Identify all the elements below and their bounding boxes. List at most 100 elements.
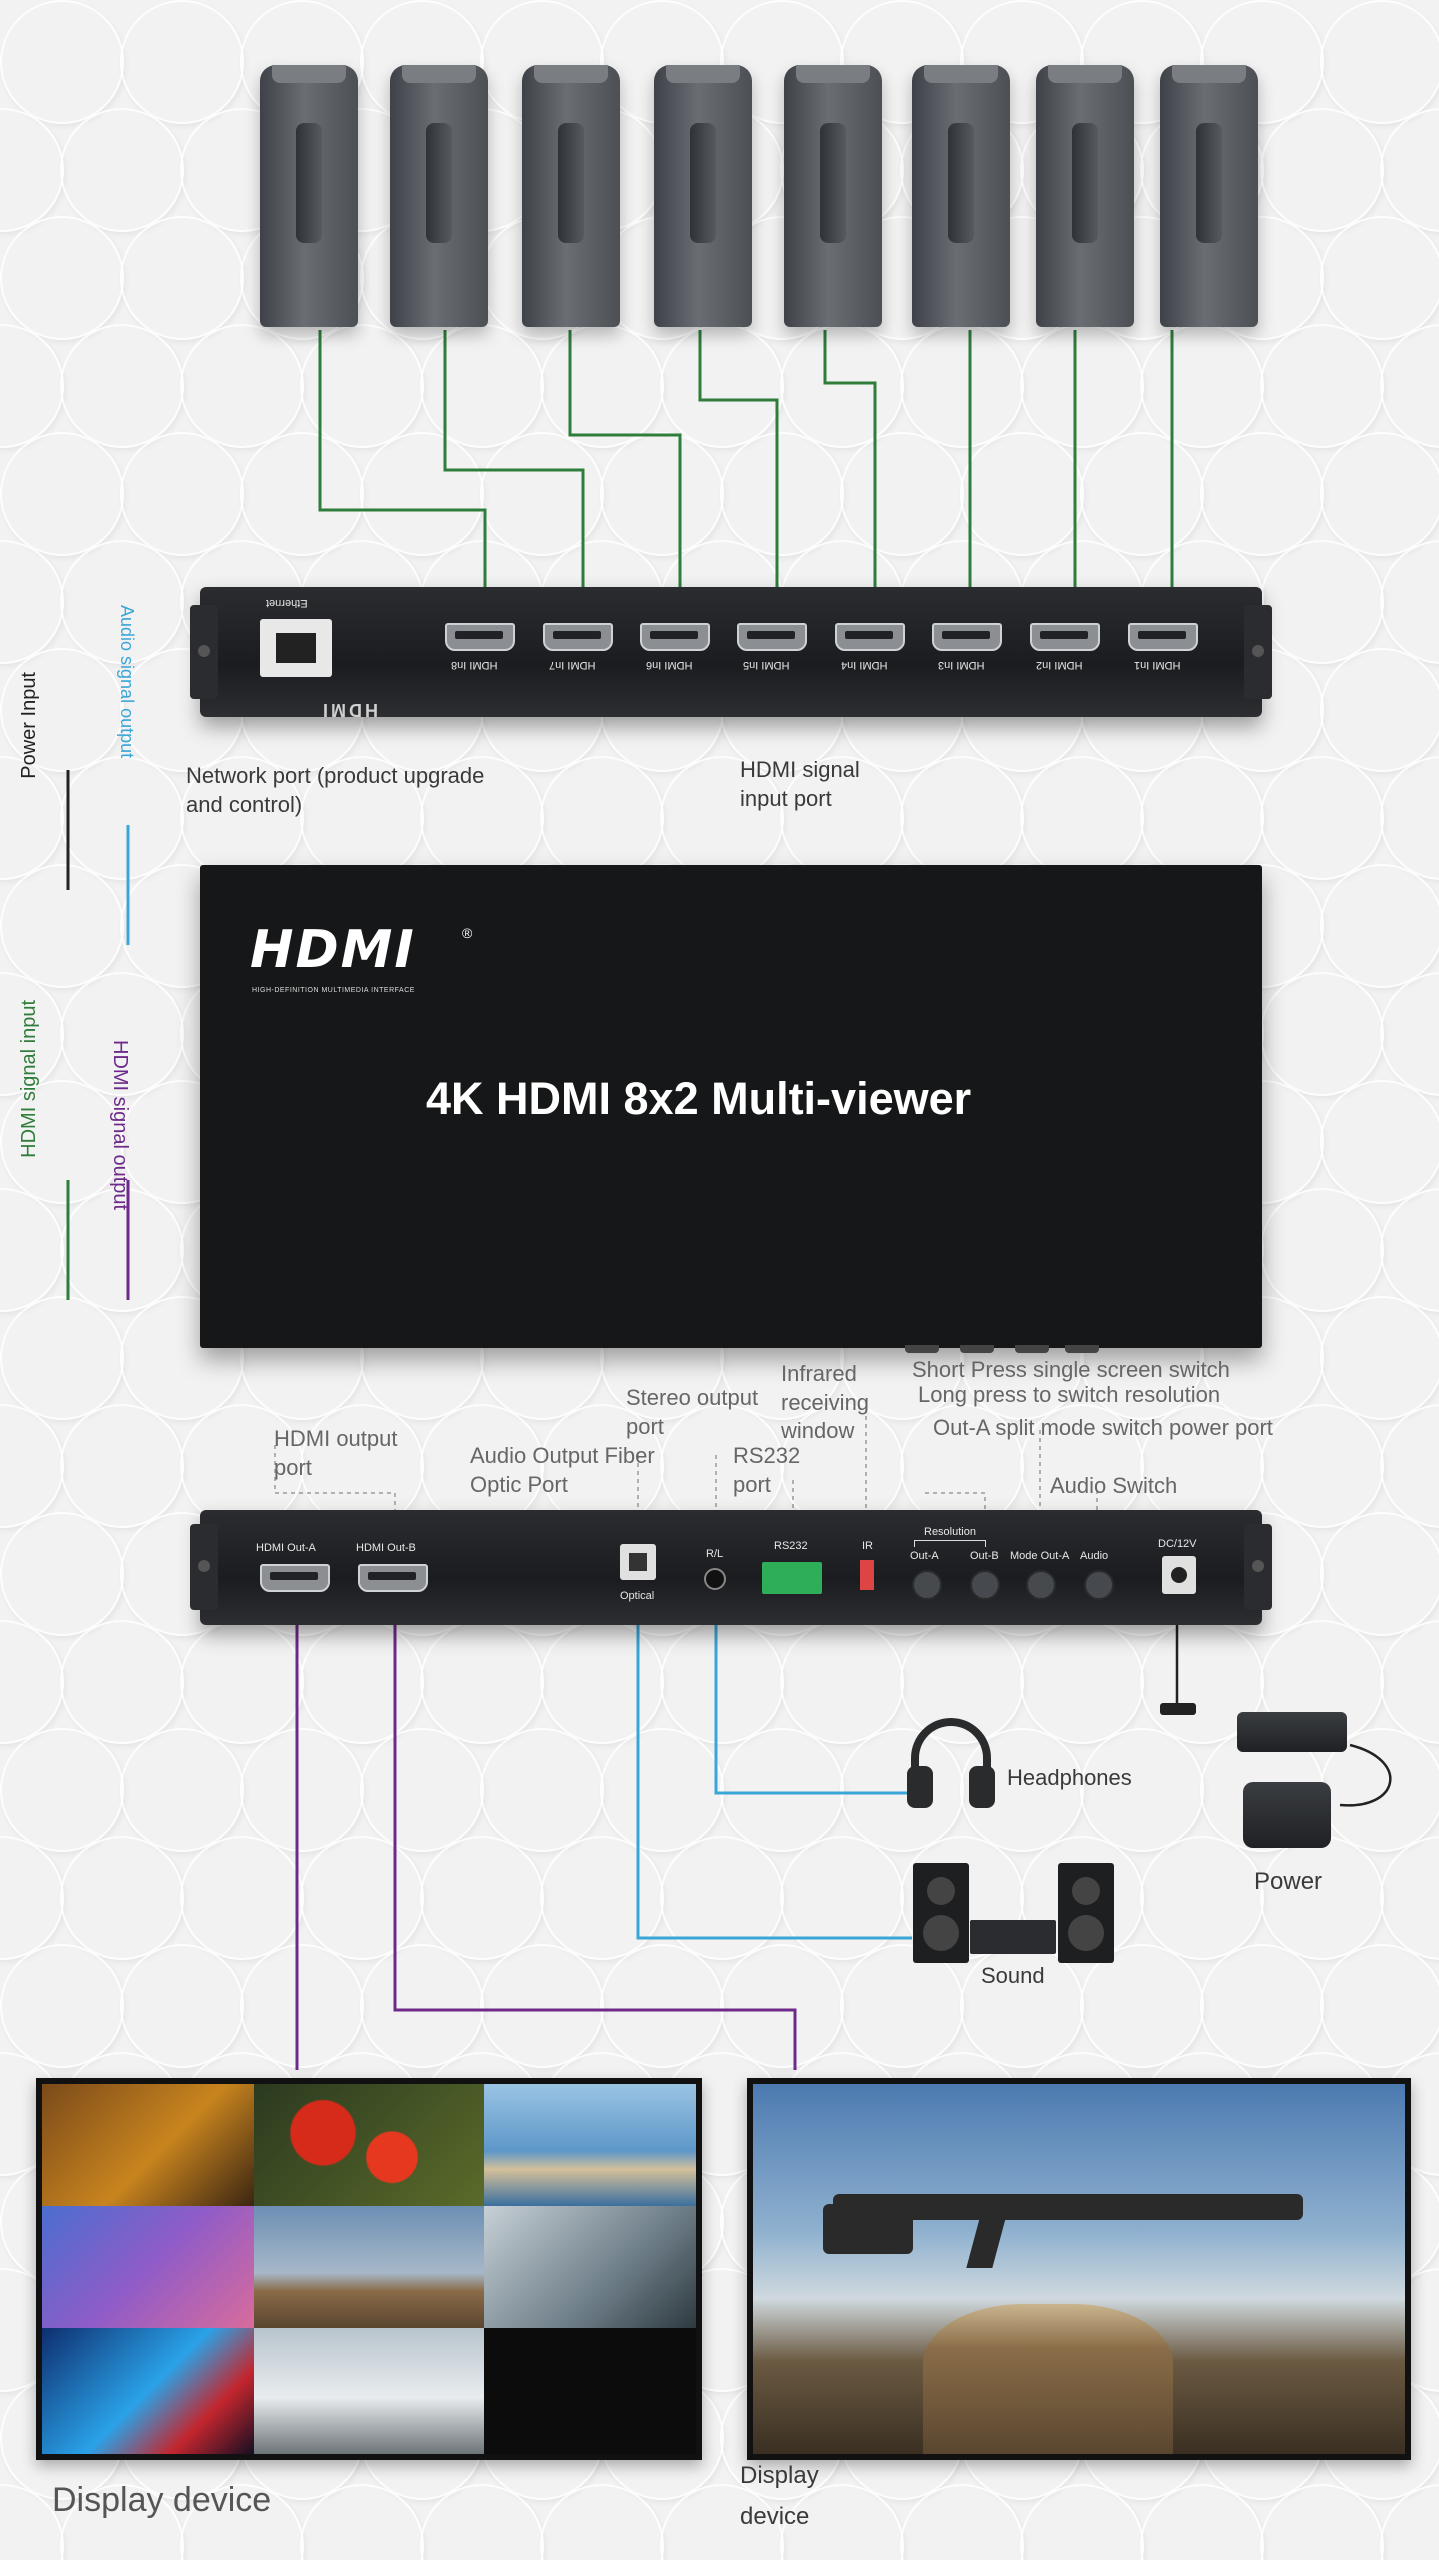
multiview-tile-6 [484,2206,696,2328]
hdmi-output-wire-b [393,1590,797,2070]
front-buttons-strip [905,1345,1100,1357]
rifle-stock [823,2204,913,2254]
ethernet-port[interactable] [260,619,332,677]
optical-port[interactable] [620,1544,656,1580]
hdmi-logo-subtitle: HIGH-DEFINITION MULTIMEDIA INTERFACE [252,987,415,994]
ethernet-label: Ethernet [266,597,308,609]
caption-audio-switch: Audio Switch [1050,1473,1178,1498]
hdmi-input-port[interactable] [1128,623,1198,651]
power-brick [1243,1782,1331,1848]
multiview-tile-4 [42,2206,254,2328]
power-plug [1160,1703,1196,1715]
hdmi-out-a-port[interactable] [260,1564,330,1592]
multiview-tile-3 [484,2084,696,2206]
btn-mode-label: Mode Out-A [1010,1550,1070,1562]
dc-label: DC/12V [1158,1538,1197,1550]
resolution-bracket [914,1540,986,1547]
hdmi-source-device [390,65,488,327]
sound-label: Sound [981,1963,1045,1988]
caption-out-a-split: Out-A split mode switch power port [933,1415,1273,1440]
hdmi-out-b-port[interactable] [358,1564,428,1592]
hdmi-out-a-label: HDMI Out-A [256,1542,316,1554]
multiview-tile-5 [254,2206,484,2328]
multiview-tile-1 [42,2084,254,2206]
bg-circle [1320,1080,1439,1204]
multiview-tile-7 [42,2328,254,2454]
multiview-tile-8 [254,2328,484,2454]
stereo-receiver-icon [970,1920,1056,1954]
output-rear-panel: HDMI Out-A HDMI Out-B Optical R/L RS232 … [190,1510,1272,1625]
hdmi-input-port-label: HDMI In6 [646,659,693,671]
hdmi-input-port[interactable] [543,623,613,651]
rs232-terminal[interactable] [762,1562,822,1594]
audio-button[interactable] [1084,1570,1114,1600]
speaker-right-icon [1058,1863,1114,1963]
mode-out-a-button[interactable] [1026,1570,1056,1600]
audio-wire-optical [636,1590,912,1940]
legend-audio-signal-output: Audio signal output [117,605,137,759]
hdmi-input-port[interactable] [1030,623,1100,651]
bg-circle [1320,216,1439,340]
audio-wire-headphones [714,1570,912,1795]
hdmi-source-device [1036,65,1134,327]
hdmi-input-port[interactable] [445,623,515,651]
btn-out-b-label: Out-B [970,1550,999,1562]
hdmi-input-port[interactable] [737,623,807,651]
hdmi-input-wire-4 [823,330,877,630]
hdmi-input-port[interactable] [640,623,710,651]
rl-audio-jack[interactable] [704,1568,726,1590]
legend-power-input: Power Input [18,672,40,779]
tree-stump [923,2304,1173,2454]
hdmi-source-device [654,65,752,327]
display-device-left-label: Display device [52,2481,272,2519]
bg-circle [1320,0,1439,124]
caption-long-press: Long press to switch resolution [918,1382,1221,1407]
hdmi-input-wire-8 [318,330,487,630]
rack-ear-right [1244,605,1272,699]
btn-audio-label: Audio [1080,1550,1109,1562]
display-device-right-screen [747,2078,1411,2460]
hdmi-input-port-label: HDMI In3 [938,659,985,671]
hdmi-source-device [522,65,620,327]
hdmi-logo: HDMI [250,920,416,980]
headphones-label: Headphones [1007,1765,1132,1790]
hdmi-source-device [1160,65,1258,327]
bg-circle [1320,864,1439,988]
hdmi-source-device [912,65,1010,327]
resolution-label: Resolution [924,1526,976,1538]
legend-hdmi-signal-input: HDMI signal input [18,1000,40,1158]
leader-hdmi-output [274,1445,396,1510]
hdmi-input-port-label: HDMI In1 [1134,659,1181,671]
rl-label: R/L [706,1548,724,1560]
ir-label: IR [862,1540,873,1552]
multiview-tile-2 [254,2084,484,2206]
power-adapter [1237,1712,1347,1752]
rack-ear-right [1244,1524,1272,1610]
leader-resolution [925,1492,986,1510]
bg-circle [1320,1944,1439,2068]
dc-power-jack[interactable] [1162,1556,1196,1594]
ir-window [860,1560,874,1590]
hdmi-input-port[interactable] [835,623,905,651]
product-title: 4K HDMI 8x2 Multi-viewer [426,1073,972,1124]
out-b-button[interactable] [970,1570,1000,1600]
hdmi-input-port-label: HDMI In5 [743,659,790,671]
hdmi-input-port[interactable] [932,623,1002,651]
input-panel-brand: HDMI [320,700,378,720]
hdmi-out-b-label: HDMI Out-B [356,1542,416,1554]
legend-hdmi-signal-output: HDMI signal output [109,1040,131,1211]
bg-circle [1320,1512,1439,1636]
display-device-left-screen [36,2078,702,2460]
rack-ear-left [190,605,218,699]
power-label: Power [1254,1868,1323,1895]
hdmi-input-wire-6 [568,330,682,630]
out-a-button[interactable] [912,1570,942,1600]
hdmi-source-device [260,65,358,327]
